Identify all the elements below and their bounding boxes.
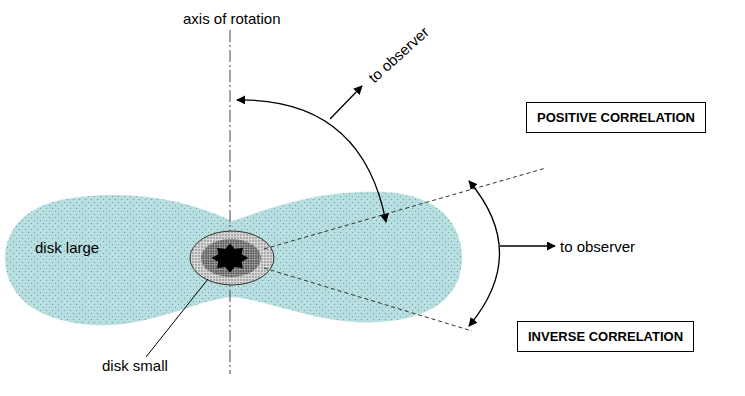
disk-label: disk large <box>35 239 99 256</box>
box-label: POSITIVE CORRELATION <box>537 110 695 125</box>
part-label: disk small <box>102 357 168 374</box>
correlation-box: INVERSE CORRELATION <box>517 321 694 352</box>
large-disk: disk large <box>5 189 463 329</box>
disk-outline <box>5 189 463 329</box>
direction-label: to observer <box>560 238 635 255</box>
box-label: INVERSE CORRELATION <box>528 329 683 344</box>
direction-label: to observer <box>365 23 432 86</box>
axis-label: axis of rotation <box>183 10 281 27</box>
correlation-box: POSITIVE CORRELATION <box>526 102 706 133</box>
